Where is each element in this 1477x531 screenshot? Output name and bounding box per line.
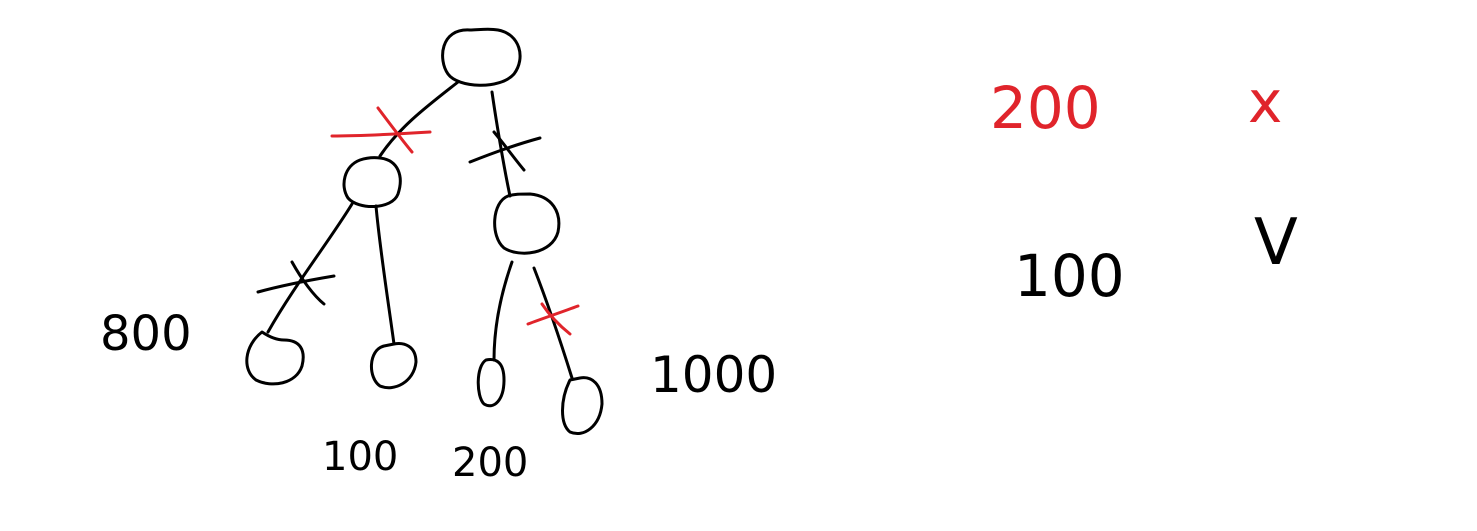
leaf-label-1: 800 xyxy=(100,306,192,362)
edge-root-left xyxy=(378,80,460,158)
cut-mark-right-leaf4 xyxy=(526,302,580,336)
cut-marks xyxy=(256,106,580,336)
cross-mark-icon: x xyxy=(1248,68,1282,136)
legend-value-2: 100 xyxy=(1014,242,1125,310)
cut-mark-root-left xyxy=(330,106,432,154)
leaf-node-2 xyxy=(370,342,418,390)
tree-diagram xyxy=(245,27,604,435)
right-internal-node xyxy=(493,192,561,255)
left-internal-node xyxy=(342,156,402,209)
leaf-label-2: 100 xyxy=(322,434,398,480)
cut-mark-root-right xyxy=(468,130,542,172)
leaf-node-1 xyxy=(245,330,305,386)
edge-left-leaf1 xyxy=(266,202,354,334)
edge-right-leaf3 xyxy=(492,260,514,362)
leaf-node-3 xyxy=(476,358,506,408)
legend: 200 x 100 V xyxy=(990,68,1298,310)
leaf-node-4 xyxy=(561,376,604,435)
leaf-labels: 800 100 200 1000 xyxy=(100,306,777,486)
root-node xyxy=(441,27,522,87)
cut-mark-left-leaf1 xyxy=(256,260,336,306)
leaf-label-4: 1000 xyxy=(650,346,777,404)
leaf-label-3: 200 xyxy=(452,440,528,486)
edge-left-leaf2 xyxy=(374,204,396,346)
legend-value-1: 200 xyxy=(990,74,1101,142)
edge-right-leaf4 xyxy=(532,266,574,380)
edge-root-right xyxy=(490,90,512,198)
check-mark-icon: V xyxy=(1254,206,1298,280)
